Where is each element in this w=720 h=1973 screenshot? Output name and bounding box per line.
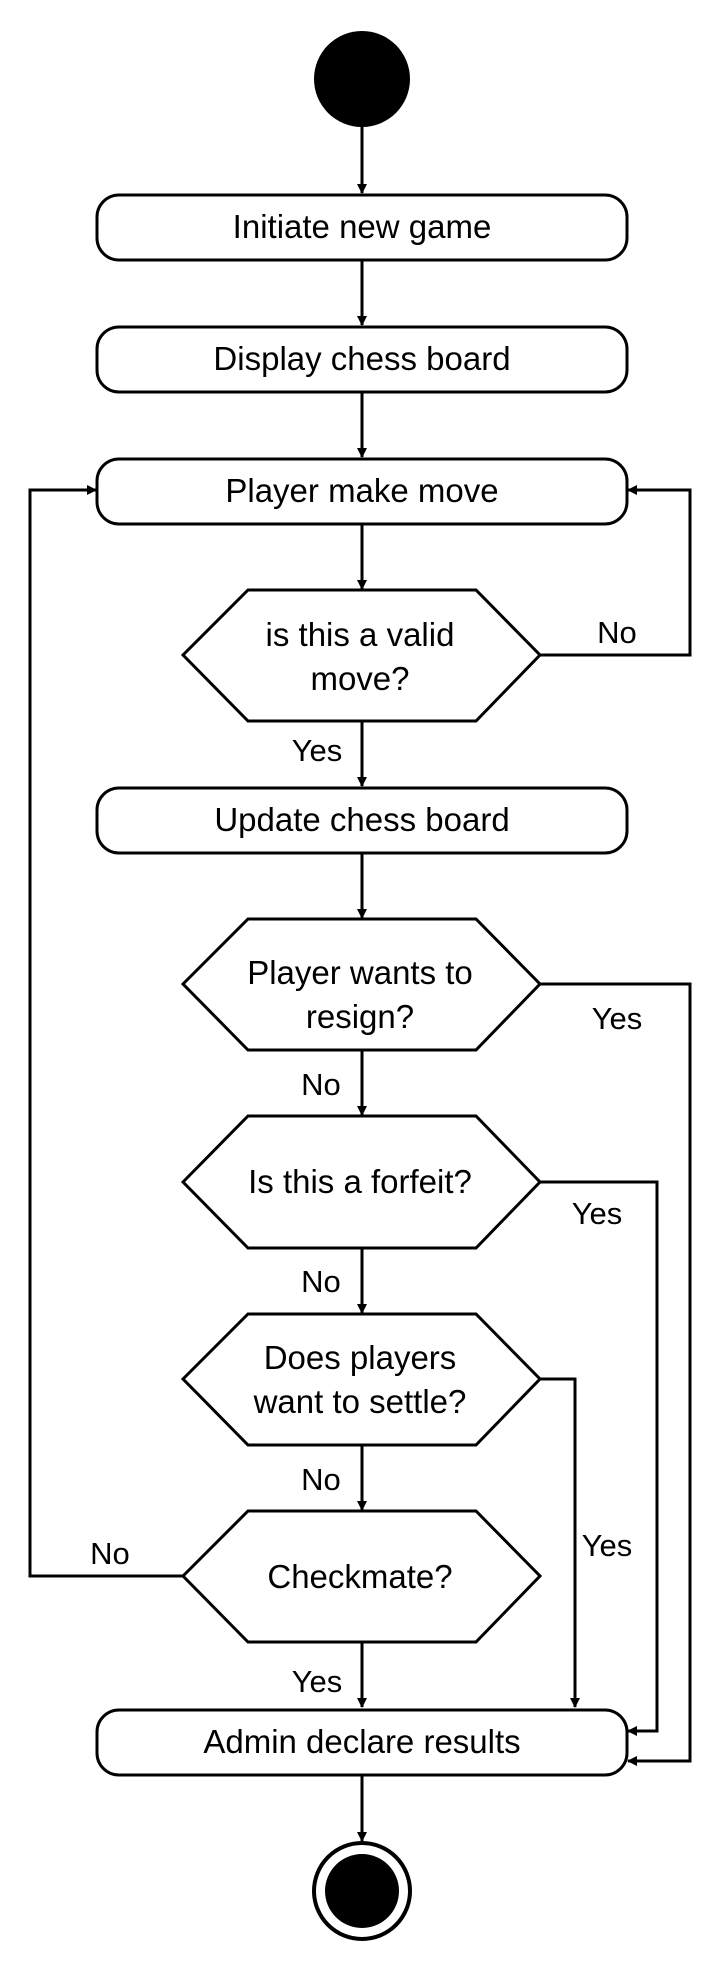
action-update-chess-board: Update chess board (95, 786, 629, 855)
node-label: Update chess board (214, 801, 509, 838)
edges (28, 127, 692, 1842)
edge-label-valid-no: No (597, 615, 637, 650)
edge-label-resign-no: No (301, 1067, 341, 1102)
end-node (312, 1841, 412, 1941)
node-label: Initiate new game (233, 208, 492, 245)
edge-label-forfeit-no: No (301, 1264, 341, 1299)
node-label: want to settle? (253, 1383, 467, 1420)
decision-player-resign: Player wants to resign? (180, 917, 543, 1052)
action-admin-declare-results: Admin declare results (95, 1708, 629, 1777)
edge-settle-yes-to-admin (540, 1377, 580, 1708)
decision-forfeit: Is this a forfeit? (180, 1114, 543, 1250)
edge-checkmate-no-to-move (28, 485, 183, 1578)
decision-valid-move: is this a valid move? (180, 588, 543, 723)
node-label: resign? (306, 998, 414, 1035)
node-label: Is this a forfeit? (248, 1163, 472, 1200)
node-label: Does players (264, 1339, 457, 1376)
edge-forfeit-yes-to-admin (540, 1180, 659, 1736)
node-label: Checkmate? (267, 1558, 452, 1595)
edge-label-checkmate-yes: Yes (292, 1664, 343, 1699)
node-label: Player wants to (247, 954, 473, 991)
edge-labels: No Yes Yes No Yes No Yes No No Yes (90, 615, 642, 1699)
decision-settle: Does players want to settle? (180, 1312, 543, 1447)
edge-label-settle-yes: Yes (582, 1528, 633, 1563)
edge-resign-yes-to-admin (540, 982, 692, 1766)
edge-label-valid-yes: Yes (292, 733, 343, 768)
action-initiate-new-game: Initiate new game (95, 193, 629, 262)
node-label: is this a valid (266, 616, 455, 653)
edge-label-forfeit-yes: Yes (572, 1196, 623, 1231)
action-player-make-move: Player make move (95, 457, 629, 526)
action-display-chess-board: Display chess board (95, 325, 629, 394)
node-label: move? (310, 660, 409, 697)
edge-label-resign-yes: Yes (592, 1001, 643, 1036)
node-label: Player make move (225, 472, 498, 509)
edge-label-settle-no: No (301, 1462, 341, 1497)
start-node (314, 31, 410, 127)
node-label: Admin declare results (203, 1723, 520, 1760)
edge-valid-no-to-move (540, 485, 692, 657)
node-label: Display chess board (213, 340, 510, 377)
edge-label-checkmate-no: No (90, 1536, 130, 1571)
decision-checkmate: Checkmate? (180, 1509, 543, 1644)
